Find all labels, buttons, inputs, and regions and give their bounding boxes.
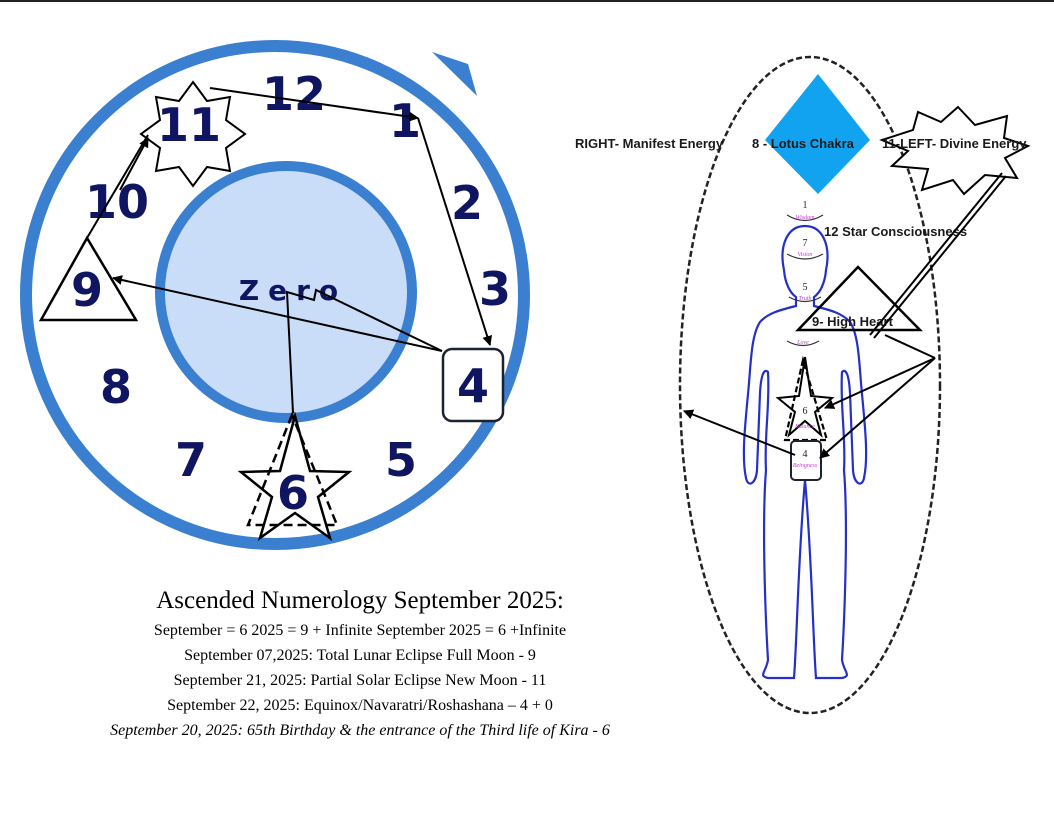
caption-line-2: September 07,2025: Total Lunar Eclipse F…	[184, 647, 536, 664]
caption-line-5: September 20, 2025: 65th Birthday & the …	[110, 722, 610, 739]
dial-number-9: 9	[71, 263, 103, 317]
chakra-crown: 1 Wisdom	[786, 200, 824, 222]
label-high-heart: 9- High Heart	[812, 314, 894, 329]
svg-text:Beingness: Beingness	[793, 463, 818, 469]
energy-body-figure: RIGHT- Manifest Energy 8 - Lotus Chakra …	[575, 55, 1031, 715]
energy-arrows	[683, 172, 1007, 459]
caption-line-4: September 22, 2025: Equinox/Navaratri/Ro…	[167, 697, 553, 714]
dial-number-4: 4	[457, 359, 489, 413]
sequence-path	[86, 87, 493, 414]
dial-number-3: 3	[479, 262, 511, 316]
chakra-throat: 5 Truth	[788, 282, 822, 303]
numerology-dial: Zero 12 1 11 2 10 3 9 4 8 7 5 6	[20, 40, 530, 550]
svg-text:1: 1	[803, 200, 808, 211]
svg-text:7: 7	[803, 238, 808, 249]
dial-number-7: 7	[175, 433, 207, 487]
dial-number-6: 6	[277, 466, 309, 520]
caption-title: Ascended Numerology September 2025:	[156, 587, 564, 614]
circular-arrow-icon	[432, 52, 477, 96]
label-star-consciousness: 12 Star Consciousness	[824, 224, 967, 239]
lotus-diamond-icon	[765, 74, 870, 194]
dial-number-8: 8	[100, 360, 132, 414]
label-left-divine: 11-LEFT- Divine Energy	[882, 136, 1027, 151]
divine-energy-star-icon	[879, 105, 1031, 196]
top-border	[0, 0, 1054, 2]
dial-number-11: 11	[157, 98, 221, 152]
caption-line-1: September = 6 2025 = 9 + Infinite Septem…	[153, 622, 567, 639]
svg-text:Balance: Balance	[795, 424, 815, 430]
svg-text:Love: Love	[796, 340, 809, 346]
svg-text:5: 5	[803, 282, 808, 293]
chakra-balance-star: 6 Balance	[775, 355, 835, 442]
svg-text:6: 6	[803, 406, 808, 417]
rounded-square-icon	[441, 347, 505, 423]
svg-text:4: 4	[803, 449, 808, 460]
caption-block: Ascended Numerology September 2025: Sept…	[0, 587, 720, 743]
double-star-icon	[237, 411, 353, 542]
dial-number-12: 12	[262, 67, 326, 121]
outer-ring	[20, 40, 530, 550]
triangle-icon	[38, 235, 139, 322]
dial-number-2: 2	[451, 176, 483, 230]
svg-text:Truth: Truth	[798, 296, 811, 302]
high-heart-triangle-icon	[795, 265, 923, 332]
chakra-heart: Love	[786, 340, 820, 347]
chakra-third-eye: 7 Vision	[786, 238, 824, 260]
label-right-manifest: RIGHT- Manifest Energy	[575, 136, 724, 151]
label-lotus-chakra: 8 - Lotus Chakra	[752, 136, 855, 151]
eight-point-star-icon	[139, 80, 247, 188]
dial-number-5: 5	[385, 433, 417, 487]
dial-number-10: 10	[85, 175, 149, 229]
svg-text:Wisdom: Wisdom	[795, 215, 815, 221]
dial-number-1: 1	[389, 94, 421, 148]
center-label: Zero	[239, 274, 347, 307]
caption-line-3: September 21, 2025: Partial Solar Eclips…	[173, 672, 547, 689]
svg-text:Vision: Vision	[798, 252, 813, 258]
chakra-beingness-box: 4 Beingness	[790, 440, 822, 481]
aura-ellipse	[678, 55, 942, 715]
